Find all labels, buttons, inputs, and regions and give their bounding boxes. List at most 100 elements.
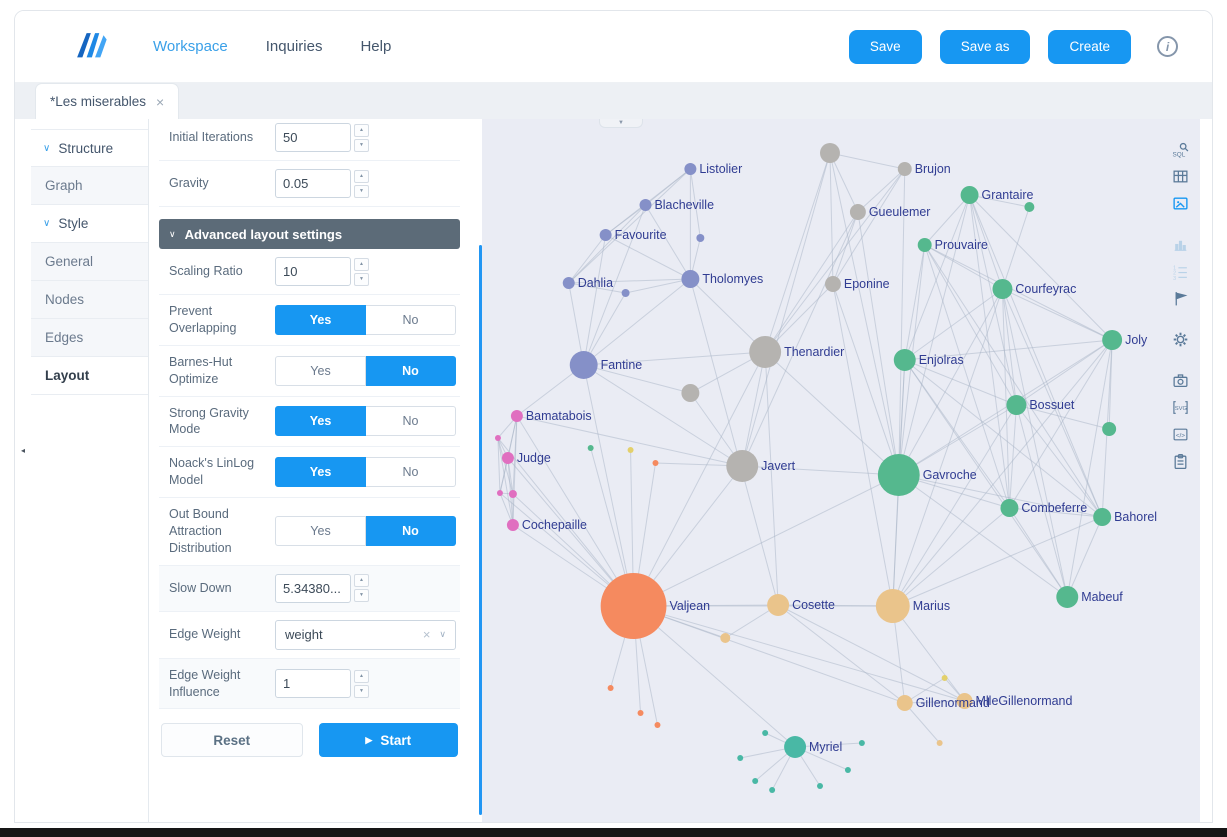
graph-node[interactable] [762,730,769,736]
graph-node-favourite[interactable] [599,229,612,241]
graph-node-combeferre[interactable] [1000,499,1019,517]
sidebar-item-style[interactable]: ∨ Style [31,205,148,243]
graph-node[interactable] [1024,202,1035,212]
graph-node[interactable] [587,445,594,451]
sidebar-item-graph[interactable]: Graph [31,167,148,205]
spinner-down-icon[interactable]: ▼ [354,138,369,152]
graph-node-mllegillenormand[interactable] [956,693,973,709]
graph-node[interactable] [752,778,759,784]
graph-node-joly[interactable] [1102,330,1123,350]
graph-node-enjolras[interactable] [893,349,916,371]
graph-node-myriel[interactable] [784,736,807,758]
graph-node-marius[interactable] [875,589,910,623]
save-button[interactable]: Save [848,29,922,64]
sequence-icon[interactable]: 1 2 3 [1168,259,1192,283]
info-icon[interactable]: i [1157,36,1178,57]
graph-node-blacheville[interactable] [639,199,652,211]
gravity-input[interactable] [275,169,351,198]
edge-weight-influence-input[interactable] [275,669,351,698]
graph-node[interactable] [696,234,705,242]
prevent-overlapping-no-button[interactable]: No [366,304,456,335]
start-button[interactable]: ▶ Start [318,723,458,758]
report-icon[interactable] [1168,449,1192,473]
spinner-up-icon[interactable]: ▲ [354,257,369,271]
spinner-up-icon[interactable]: ▲ [354,574,369,588]
menu-help[interactable]: Help [360,38,392,55]
sidebar-item-edges[interactable]: Edges [31,319,148,357]
panel-divider[interactable] [479,119,482,822]
barnes-hut-yes-button[interactable]: Yes [275,355,366,386]
graph-node-bamatabois[interactable] [510,410,523,422]
graph-node-listolier[interactable] [684,163,697,175]
linlog-yes-button[interactable]: Yes [275,457,366,488]
strong-gravity-yes-button[interactable]: Yes [275,406,366,437]
menu-inquiries[interactable]: Inquiries [265,38,323,55]
chevron-down-icon[interactable]: ∨ [439,629,446,640]
graph-node-grantaire[interactable] [960,186,979,204]
advanced-settings-header[interactable]: ∨ Advanced layout settings [159,219,460,249]
menu-workspace[interactable]: Workspace [153,38,228,55]
spinner-up-icon[interactable]: ▲ [354,669,369,683]
graph-node-gueulemer[interactable] [849,204,866,220]
graph-node-prouvaire[interactable] [917,238,932,252]
spinner-up-icon[interactable]: ▲ [354,123,369,137]
graph-node[interactable] [817,783,823,789]
graph-node-valjean[interactable] [600,573,667,639]
graph-node-dahlia[interactable] [562,277,575,289]
save-as-button[interactable]: Save as [939,29,1031,64]
graph-node[interactable] [720,633,731,643]
graph-node-fantine[interactable] [569,351,598,379]
graph-node-mabeuf[interactable] [1056,586,1079,608]
collapse-panel-handle[interactable]: ◂ [20,445,25,455]
graph-node-cosette[interactable] [767,594,790,616]
scrollbar-thumb[interactable] [479,245,482,815]
initial-iterations-input[interactable] [275,123,351,152]
graph-node-courfeyrac[interactable] [992,279,1013,299]
sql-search-icon[interactable]: SQL [1168,137,1192,161]
graph-node[interactable] [508,490,517,498]
graph-node[interactable] [654,722,661,728]
bar-chart-icon[interactable] [1168,232,1192,256]
graph-node[interactable] [1102,422,1117,436]
graph-node-judge[interactable] [501,452,514,464]
graph-node[interactable] [820,143,840,163]
strong-gravity-no-button[interactable]: No [366,406,456,437]
graph-node[interactable] [737,755,744,761]
reset-button[interactable]: Reset [161,723,303,758]
slow-down-input[interactable] [275,573,351,603]
clear-icon[interactable]: × [422,627,431,643]
outbound-yes-button[interactable]: Yes [275,516,366,547]
graph-node[interactable] [936,740,943,746]
graph-node[interactable] [494,435,501,441]
outbound-no-button[interactable]: No [366,516,456,547]
edge-weight-select[interactable]: weight × ∨ [275,619,456,650]
image-view-icon[interactable] [1168,191,1192,215]
graph-node[interactable] [769,787,776,793]
graph-node[interactable] [627,447,634,453]
flag-icon[interactable] [1168,286,1192,310]
graph-node-cochepaille[interactable] [506,519,519,531]
graph-node-javert[interactable] [726,450,759,482]
tab-les-miserables[interactable]: *Les miserables × [35,83,180,119]
graph-node[interactable] [637,710,644,716]
sidebar-item-layout[interactable]: Layout [31,357,148,395]
spinner-down-icon[interactable]: ▼ [354,589,369,603]
close-icon[interactable]: × [156,93,165,110]
sidebar-item-nodes[interactable]: Nodes [31,281,148,319]
spinner-down-icon[interactable]: ▼ [354,272,369,286]
create-button[interactable]: Create [1048,29,1131,64]
graph-node[interactable] [621,289,630,297]
sidebar-item-structure[interactable]: ∨ Structure [31,129,148,167]
spinner-up-icon[interactable]: ▲ [354,169,369,183]
graph-node-gavroche[interactable] [877,454,920,496]
data-table-icon[interactable] [1168,164,1192,188]
graph-node[interactable] [652,460,659,466]
sidebar-item-general[interactable]: General [31,243,148,281]
collapse-graph-handle[interactable]: ▼ [599,119,643,128]
gear-icon[interactable] [1168,327,1192,351]
svg-export-icon[interactable]: SVG [1168,395,1192,419]
graph-node[interactable] [681,384,700,402]
graph-node-brujon[interactable] [897,162,912,176]
